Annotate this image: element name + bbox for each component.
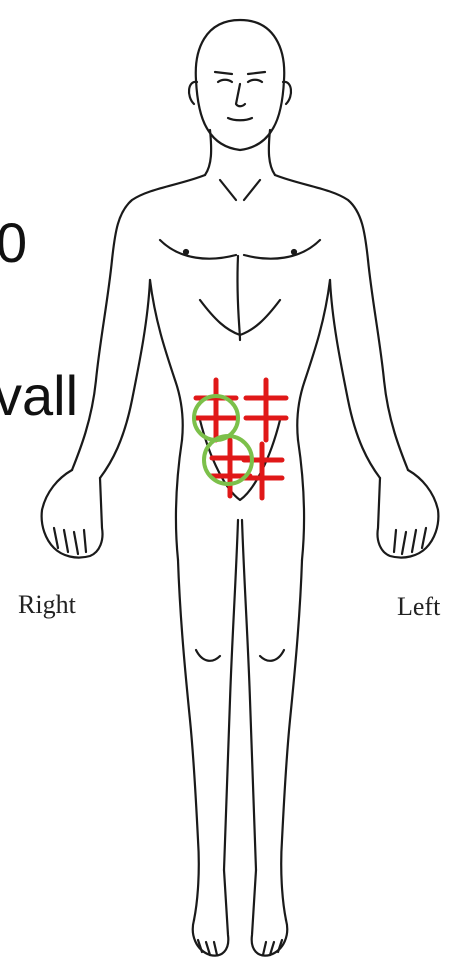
- label-left: Left: [397, 592, 440, 622]
- highlight-circles: [194, 396, 252, 484]
- label-right: Right: [18, 590, 76, 620]
- cross-mark-2: [246, 380, 286, 440]
